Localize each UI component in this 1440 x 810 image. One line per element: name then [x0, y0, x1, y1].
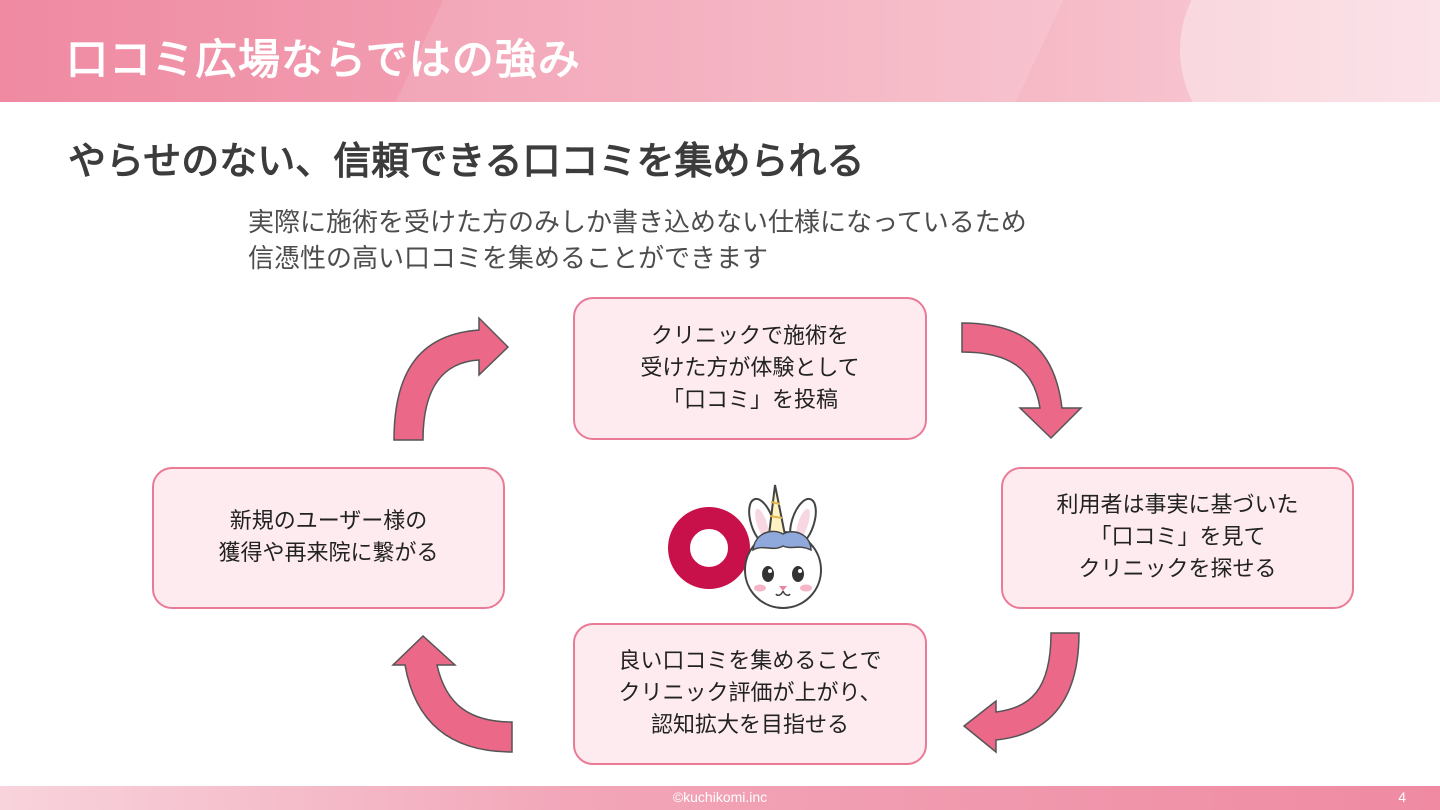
page-number: 4 — [1398, 789, 1406, 805]
description-line-1: 実際に施術を受けた方のみしか書き込めない仕様になっているため — [248, 208, 1027, 238]
curved-arrow-icon — [393, 316, 510, 441]
curved-arrow-icon — [962, 632, 1080, 754]
footer-copyright: ©kuchikomi.inc — [672, 789, 768, 805]
description-line-2: 信憑性の高い口コミを集めることができます — [248, 244, 769, 274]
curved-arrow-icon — [961, 322, 1083, 440]
curved-arrow-icon — [391, 634, 513, 753]
subtitle: やらせのない、信頼できる口コミを集められる — [68, 139, 865, 183]
description: 実際に施術を受けた方のみしか書き込めない仕様になっているため 信憑性の高い口コミ… — [248, 205, 1027, 277]
footer-bar — [0, 786, 1440, 810]
header-bar: 口コミ広場ならではの強み — [0, 0, 1440, 102]
cycle-box-find-clinic: 利用者は事実に基づいた 「口コミ」を見て クリニックを探せる — [1001, 467, 1354, 609]
header-title: 口コミ広場ならではの強み — [66, 35, 581, 84]
unicorn-rabbit-logo — [668, 484, 822, 609]
cycle-box-post-review: クリニックで施術を 受けた方が体験として 「口コミ」を投稿 — [573, 297, 927, 440]
cycle-box-raise-reputation: 良い口コミを集めることで クリニック評価が上がり、 認知拡大を目指せる — [573, 623, 927, 765]
cycle-box-new-users: 新規のユーザー様の 獲得や再来院に繋がる — [152, 467, 505, 609]
